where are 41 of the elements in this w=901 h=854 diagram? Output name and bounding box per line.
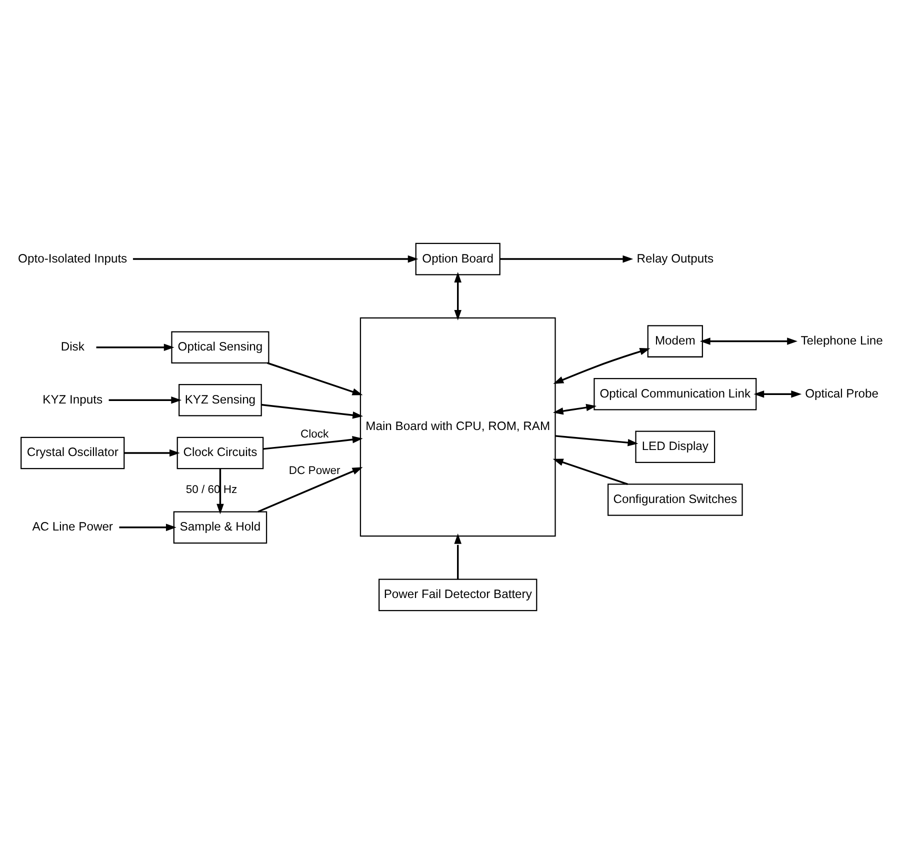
arrow: [263, 436, 363, 450]
arrow: [96, 344, 174, 351]
arrow: [553, 348, 650, 384]
edge-label: 50 / 60 Hz: [186, 484, 238, 496]
arrow: [754, 390, 802, 398]
node-box: Main Board with CPU, ROM, RAM: [360, 317, 556, 537]
node-box: Configuration Switches: [608, 484, 743, 516]
node-box: Optical Sensing: [171, 331, 270, 364]
arrow: [216, 468, 224, 514]
arrow: [552, 458, 628, 485]
node-box: Sample & Hold: [173, 511, 268, 544]
arrow: [124, 449, 180, 457]
arrow: [119, 524, 176, 532]
node-text: Telephone Line: [800, 333, 883, 348]
node-text: KYZ Inputs: [42, 392, 103, 406]
edge-label: DC Power: [288, 465, 340, 478]
arrow: [267, 362, 363, 396]
arrow: [454, 533, 462, 580]
node-box: Power Fail Detector Battery: [378, 578, 538, 612]
arrow: [261, 404, 364, 419]
edge-label: Clock: [300, 428, 329, 441]
node-text: Opto-Isolated Inputs: [18, 251, 128, 266]
node-box: KYZ Sensing: [178, 384, 262, 416]
arrow: [454, 272, 462, 320]
node-text: Relay Outputs: [636, 251, 714, 266]
arrow: [258, 467, 363, 513]
node-box: Optical Communication Link: [594, 378, 757, 410]
node-box: Modem: [647, 325, 703, 358]
arrow: [552, 404, 597, 415]
node-box: Option Board: [415, 242, 500, 276]
arrow: [555, 435, 638, 446]
arrow: [132, 255, 418, 263]
arrow: [108, 396, 182, 404]
node-text: Optical Probe: [805, 386, 878, 400]
node-text: Disk: [60, 340, 84, 354]
arrow: [500, 255, 634, 263]
arrow: [700, 338, 798, 345]
node-box: Crystal Oscillator: [20, 436, 125, 470]
node-box: LED Display: [635, 430, 716, 464]
node-text: AC Line Power: [32, 520, 113, 534]
node-box: Clock Circuits: [176, 436, 264, 470]
